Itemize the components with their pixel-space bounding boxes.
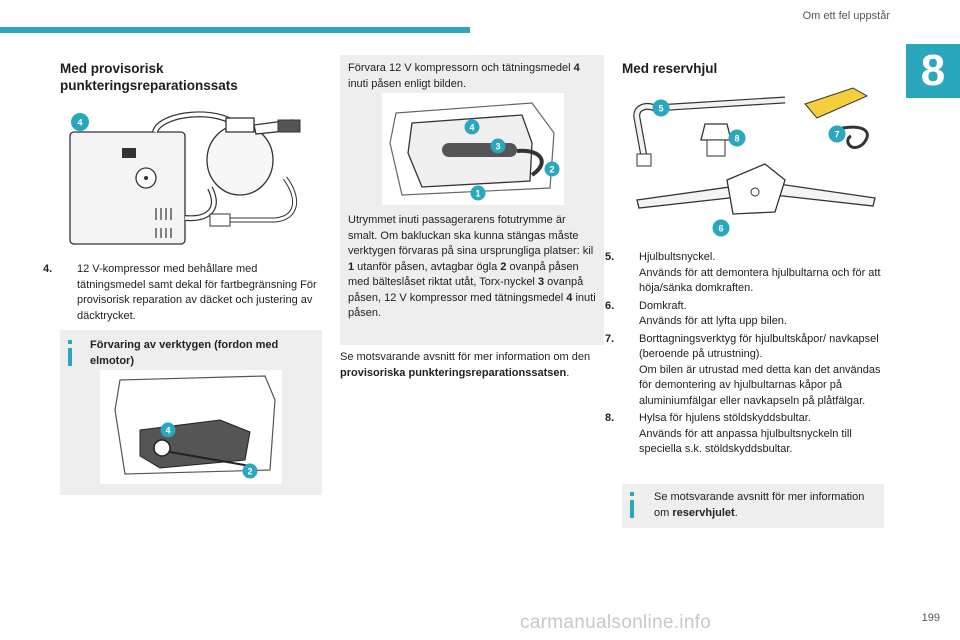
badge-4: 4 — [464, 119, 480, 135]
badge-8: 8 — [728, 129, 746, 147]
list-item: 5.Hjulbultsnyckel.Används för att demont… — [605, 251, 881, 294]
item-text: 12 V-kompressor med behållare med tätnin… — [77, 263, 317, 322]
page-number: 199 — [921, 612, 940, 624]
badge-2: 2 — [242, 463, 258, 479]
left-title: Med provisorisk punkteringsreparationssa… — [60, 61, 238, 93]
svg-text:7: 7 — [834, 130, 839, 140]
svg-text:3: 3 — [495, 142, 500, 152]
item-number: 4. — [43, 263, 53, 275]
right-item-list: 5.Hjulbultsnyckel.Används för att demont… — [605, 250, 890, 460]
svg-text:4: 4 — [165, 426, 170, 436]
info-box-spare-wheel: Se motsvarande avsnitt för mer informati… — [622, 484, 884, 528]
svg-text:1: 1 — [475, 189, 480, 199]
middle-box-text: Förvara 12 V kompressorn och tätningsmed… — [348, 62, 580, 90]
info-box-text: Se motsvarande avsnitt för mer informati… — [654, 491, 865, 519]
left-item-4: 4. 12 V-kompressor med behållare med tätn… — [43, 262, 322, 326]
badge-2: 2 — [544, 161, 560, 177]
right-title: Med reservhjul — [622, 61, 718, 76]
badge-4: 4 — [160, 422, 176, 438]
middle-box-paragraph: Utrymmet inuti passagerarens fotutrymme … — [348, 214, 596, 319]
compressor-illustration: 4 — [69, 111, 301, 245]
watermark: carmanualsonline.info — [520, 612, 712, 633]
header-accent-bar — [0, 27, 470, 33]
svg-text:4: 4 — [469, 123, 474, 133]
list-item: 6.Domkraft.Används för att lyfta upp bil… — [605, 299, 787, 328]
svg-text:5: 5 — [658, 104, 663, 114]
info-title: Förvaring av verktygen (fordon med elmot… — [90, 339, 279, 367]
info-box-storage: Förvaring av verktygen (fordon med elmot… — [60, 330, 322, 495]
badge-5: 5 — [652, 99, 670, 117]
info-icon — [630, 492, 634, 496]
svg-text:2: 2 — [549, 165, 554, 175]
list-item: 7.Borttagningsverktyg för hjulbultskåpor… — [605, 332, 881, 407]
badge-3: 3 — [490, 138, 506, 154]
badge-6: 6 — [712, 219, 730, 237]
spare-wheel-tools-illustration: 5 8 7 6 — [633, 87, 876, 237]
bag-illustration: 4 3 2 1 — [382, 93, 564, 205]
badge-1: 1 — [470, 185, 486, 201]
svg-text:2: 2 — [247, 467, 252, 477]
storage-illustration: 4 2 — [100, 370, 282, 484]
svg-text:8: 8 — [734, 134, 739, 144]
info-icon — [68, 340, 72, 344]
middle-box: Förvara 12 V kompressorn och tätningsmed… — [340, 55, 604, 345]
badge-7: 7 — [828, 125, 846, 143]
section-title: Om ett fel uppstår — [802, 10, 890, 22]
list-item: 8.Hylsa för hjulens stöldskyddsbultar.An… — [605, 412, 852, 455]
svg-text:6: 6 — [718, 224, 723, 234]
middle-reference: Se motsvarande avsnitt för mer informati… — [340, 351, 591, 379]
badge-4: 4 — [71, 113, 89, 131]
chapter-number-tab: 8 — [906, 44, 960, 98]
svg-text:4: 4 — [77, 118, 82, 128]
